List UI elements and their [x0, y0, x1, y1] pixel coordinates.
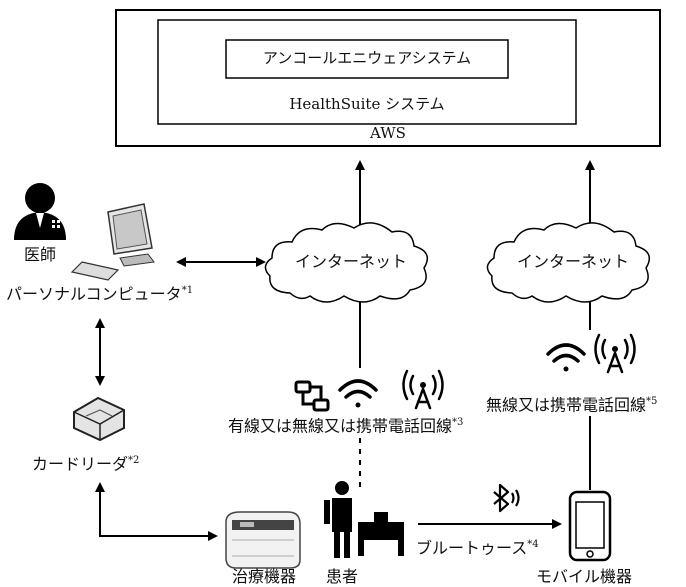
wireless-line-label: 無線又は携帯電話回線	[486, 395, 647, 415]
pc-label: パーソナルコンピュータ	[6, 284, 182, 304]
treatment-device-label: 治療機器	[232, 567, 297, 586]
anycore-system-label: アンコールエニウェアシステム	[262, 49, 472, 67]
card-reader-icon	[73, 396, 125, 442]
internet-cloud-right	[486, 222, 651, 303]
wired-line-note: *3	[452, 417, 464, 428]
card-reader-note: *2	[128, 455, 140, 466]
card-reader-label-group: カードリーダ*2	[32, 456, 139, 472]
mobile-device-label: モバイル機器	[536, 567, 633, 586]
wireless-line-label-group: 無線又は携帯電話回線*5	[486, 397, 657, 413]
pc-label-group: パーソナルコンピュータ*1	[6, 286, 193, 302]
internet-cloud-left	[264, 222, 429, 303]
doctor-label: 医師	[24, 245, 57, 264]
treatment-device-icon	[225, 511, 301, 569]
wifi-icon	[338, 379, 378, 408]
wired-line-label-group: 有線又は無線又は携帯電話回線*3	[228, 418, 463, 434]
wired-line-label: 有線又は無線又は携帯電話回線	[228, 416, 453, 436]
wifi-icon-right	[546, 343, 586, 372]
mobile-device-icon	[568, 490, 612, 562]
pc-note: *1	[181, 285, 194, 296]
wireless-line-note: *5	[646, 396, 658, 407]
antenna-icon-right	[594, 333, 636, 374]
internet-left-label: インターネット	[294, 252, 407, 271]
bluetooth-icon	[493, 483, 520, 513]
computer-icon	[70, 203, 155, 281]
patient-label: 患者	[326, 567, 359, 586]
healthsuite-system-label: HealthSuite システム	[289, 95, 445, 113]
internet-right-label: インターネット	[516, 252, 629, 271]
aws-label: AWS	[370, 124, 406, 142]
doctor-icon	[14, 183, 66, 240]
arrow-cardreader-device	[95, 482, 218, 541]
bluetooth-label: ブルートゥース	[416, 538, 528, 558]
bluetooth-note: *4	[527, 539, 539, 550]
healthsuite-box	[157, 19, 577, 125]
wired-network-icon	[294, 380, 330, 412]
anycore-box	[225, 39, 509, 79]
card-reader-label: カードリーダ	[32, 454, 129, 474]
bluetooth-label-group: ブルートゥース*4	[416, 540, 539, 556]
antenna-icon	[402, 369, 444, 410]
aws-box	[115, 9, 661, 147]
patient-icon	[324, 481, 404, 558]
